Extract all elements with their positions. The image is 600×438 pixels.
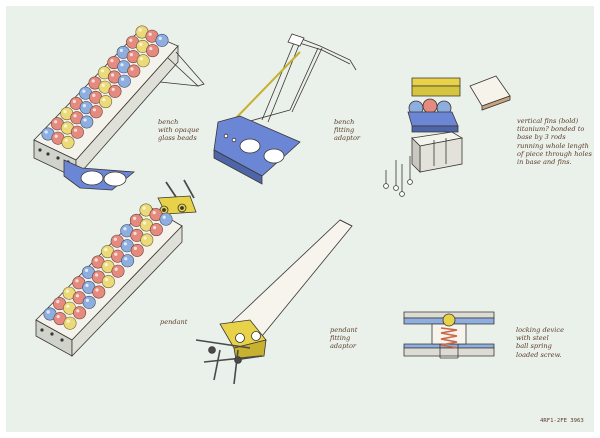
glass-bead — [72, 306, 87, 320]
glass-bead — [159, 212, 173, 226]
bench-adaptor-label: bench fitting adaptor — [334, 118, 361, 143]
glass-bead — [82, 295, 96, 310]
vertical-fins-drawing — [383, 75, 511, 197]
reference-number: 4RF1-2FE 3963 — [540, 418, 584, 424]
technical-drawings — [33, 25, 511, 385]
glass-bead — [127, 64, 141, 78]
glass-bead — [63, 316, 77, 330]
glass-bead — [101, 274, 116, 289]
vertical-fins-label: vertical fins (bold) titanium? bonded to… — [517, 117, 592, 167]
pendant-adaptor-label: pendant fitting adaptor — [330, 326, 358, 351]
bench-label: bench with opaque glass beads — [158, 118, 200, 143]
glass-bead — [80, 115, 94, 129]
bench-adaptor-drawing — [213, 33, 357, 185]
pendant-label: pendant — [160, 318, 188, 326]
glass-bead — [89, 105, 103, 119]
drawing-sheet: bench with opaque glass beads bench fitt… — [6, 6, 594, 432]
glass-bead — [61, 135, 75, 150]
glass-bead — [98, 94, 113, 109]
locking-device-label: locking device with steel ball spring lo… — [516, 326, 564, 359]
glass-bead — [70, 125, 85, 139]
glass-bead — [140, 233, 154, 247]
glass-bead — [149, 222, 164, 237]
glass-bead — [117, 74, 132, 88]
glass-bead — [108, 84, 122, 99]
glass-bead — [155, 33, 169, 48]
glass-bead — [136, 54, 150, 68]
glass-bead — [111, 264, 125, 278]
glass-bead — [92, 285, 106, 299]
pendant-adaptor-drawing — [195, 219, 353, 385]
locking-device-drawing — [403, 311, 495, 359]
glass-bead — [145, 43, 160, 58]
glass-bead — [120, 254, 135, 268]
glass-bead — [130, 243, 144, 258]
